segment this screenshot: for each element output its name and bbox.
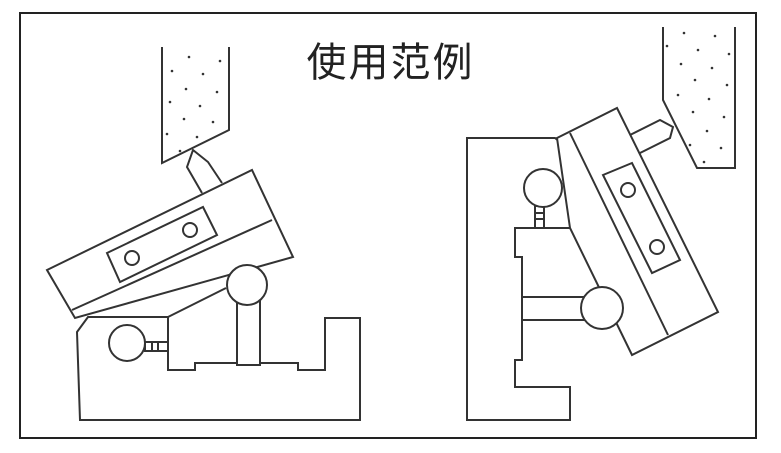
figure-title: 使用范例	[306, 40, 475, 86]
abrasive-dot	[705, 129, 709, 133]
abrasive-dot	[679, 62, 683, 66]
sine-block-left	[45, 168, 295, 320]
abrasive-dot	[722, 115, 726, 119]
abrasive-dot	[696, 48, 700, 52]
neck-left	[144, 341, 169, 352]
neck-right	[534, 205, 545, 229]
hole-icon	[620, 182, 636, 198]
hole-icon	[124, 250, 140, 266]
post-right	[521, 296, 585, 321]
abrasive-dot	[691, 110, 695, 114]
roller-upper-right	[523, 168, 563, 208]
figure-frame	[19, 12, 757, 439]
roller-lower-right	[580, 286, 624, 330]
hole-icon	[649, 239, 665, 255]
sine-block-right	[555, 106, 720, 357]
abrasive-dot	[168, 100, 172, 104]
abrasive-dot	[725, 83, 729, 87]
roller-upper-left	[226, 264, 268, 306]
abrasive-dot	[682, 31, 686, 35]
right-example	[466, 27, 736, 421]
stylus-left	[185, 148, 223, 194]
abrasive-dot	[201, 72, 205, 76]
hole-icon	[182, 222, 198, 238]
abrasive-dot	[215, 90, 219, 94]
abrasive-dot	[195, 135, 199, 139]
left-example	[45, 47, 361, 421]
abrasive-dot	[710, 66, 714, 70]
abrasive-dot	[218, 59, 222, 63]
abrasive-dot	[211, 120, 215, 124]
abrasive-dot	[719, 146, 723, 150]
stylus-right	[629, 118, 675, 154]
abrasive-dot	[184, 87, 188, 91]
abrasive-dot	[170, 69, 174, 73]
abrasive-dot	[713, 34, 717, 38]
abrasive-dot	[727, 52, 731, 56]
abrasive-dot	[665, 44, 669, 48]
abrasive-dot	[198, 104, 202, 108]
abrasive-dot	[182, 117, 186, 121]
abrasive-dot	[688, 143, 692, 147]
roller-lower-left	[108, 324, 146, 362]
grinding-wheel-left	[161, 47, 230, 165]
grinding-wheel-right	[662, 27, 736, 169]
abrasive-dot	[178, 149, 182, 153]
post-left	[236, 299, 261, 366]
abrasive-dot	[707, 97, 711, 101]
abrasive-dot	[702, 160, 706, 164]
abrasive-dot	[676, 93, 680, 97]
abrasive-dot	[165, 132, 169, 136]
base-left	[75, 264, 361, 421]
abrasive-dot	[187, 55, 191, 59]
abrasive-dot	[693, 78, 697, 82]
